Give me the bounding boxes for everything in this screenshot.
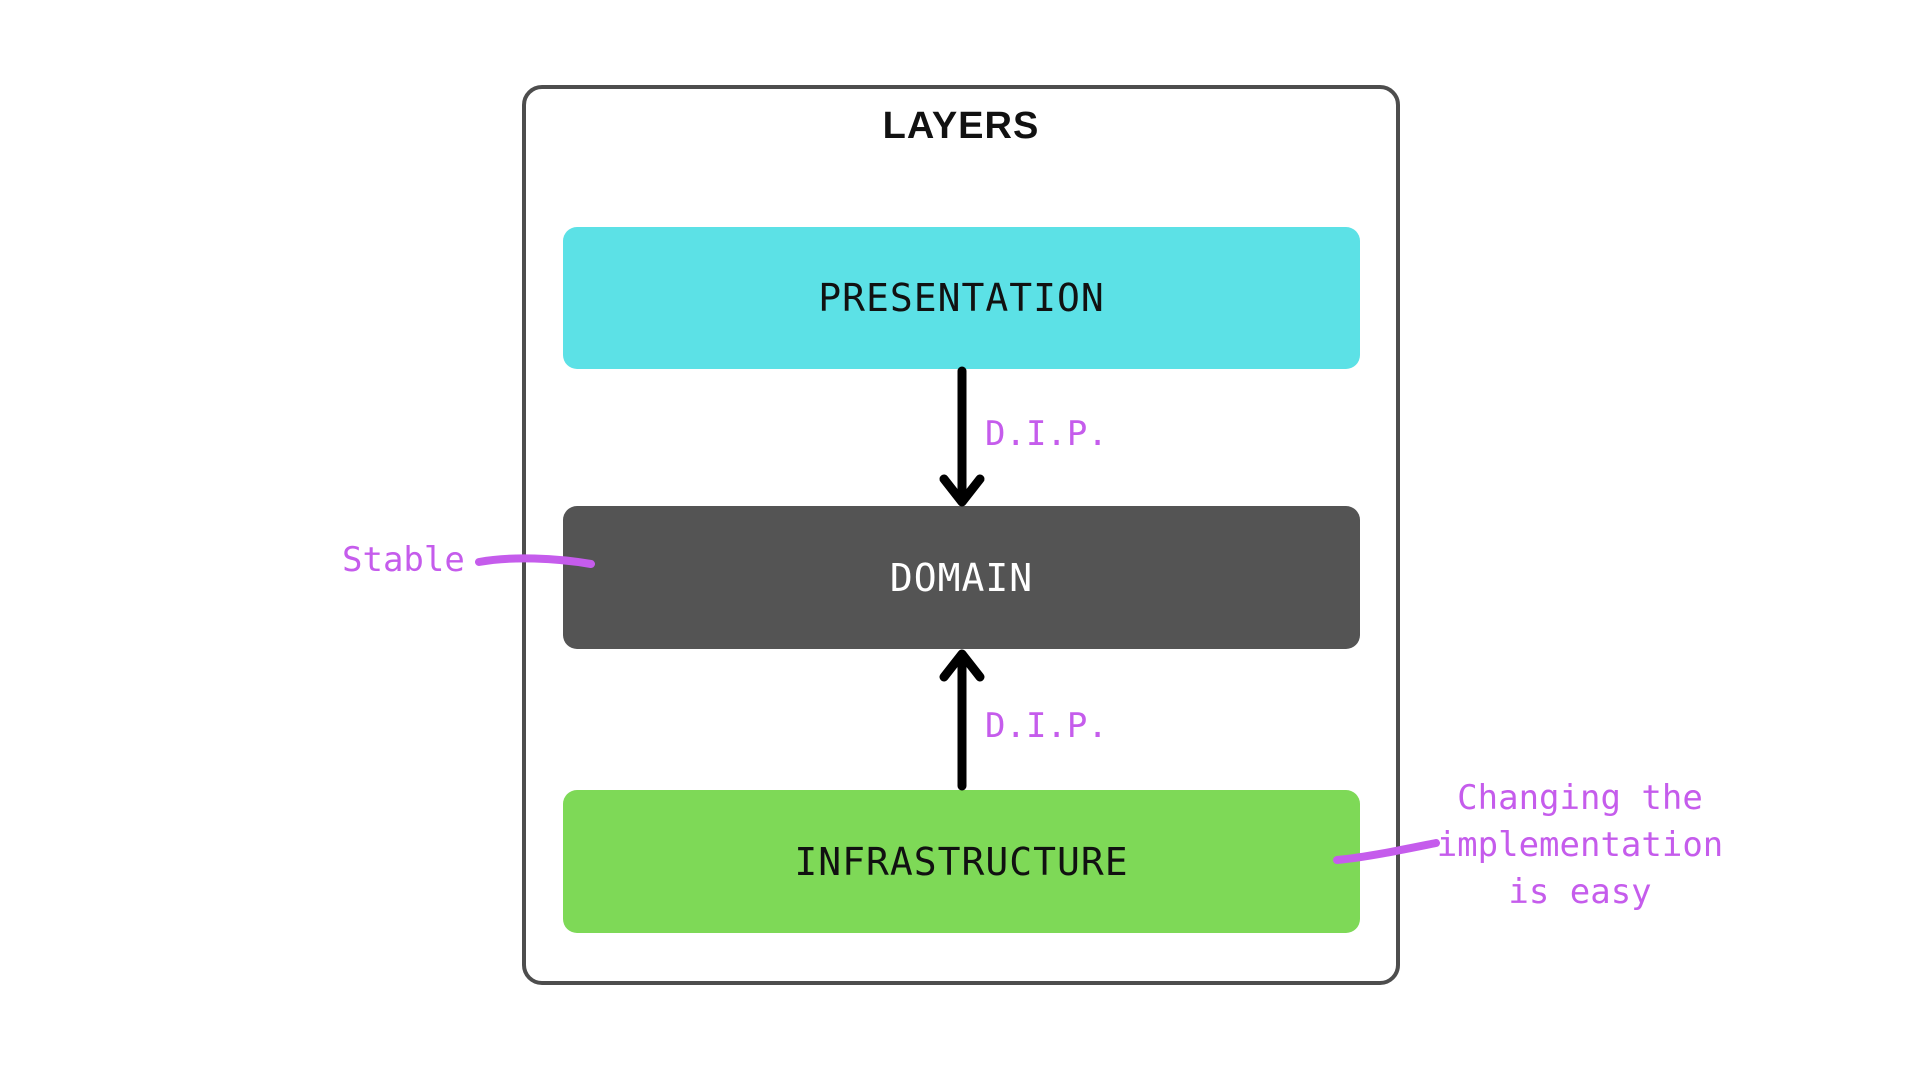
annotation-changing-line1: Changing the <box>1457 778 1703 818</box>
layer-domain-label: DOMAIN <box>889 555 1034 600</box>
dip-label-bottom: D.I.P. <box>985 706 1108 746</box>
frame-title: LAYERS <box>882 105 1040 147</box>
annotation-stable: Stable <box>342 540 465 580</box>
layer-domain: DOMAIN <box>563 506 1360 649</box>
layer-presentation-label: PRESENTATION <box>818 276 1105 320</box>
layer-infrastructure-label: INFRASTRUCTURE <box>794 839 1129 884</box>
annotation-changing-line2: implementation <box>1436 825 1724 865</box>
annotation-changing: Changing the implementation is easy <box>1430 775 1730 916</box>
layer-presentation: PRESENTATION <box>563 227 1360 369</box>
annotation-changing-line3: is easy <box>1508 872 1652 912</box>
dip-label-top: D.I.P. <box>985 414 1108 454</box>
layer-infrastructure: INFRASTRUCTURE <box>563 790 1360 933</box>
